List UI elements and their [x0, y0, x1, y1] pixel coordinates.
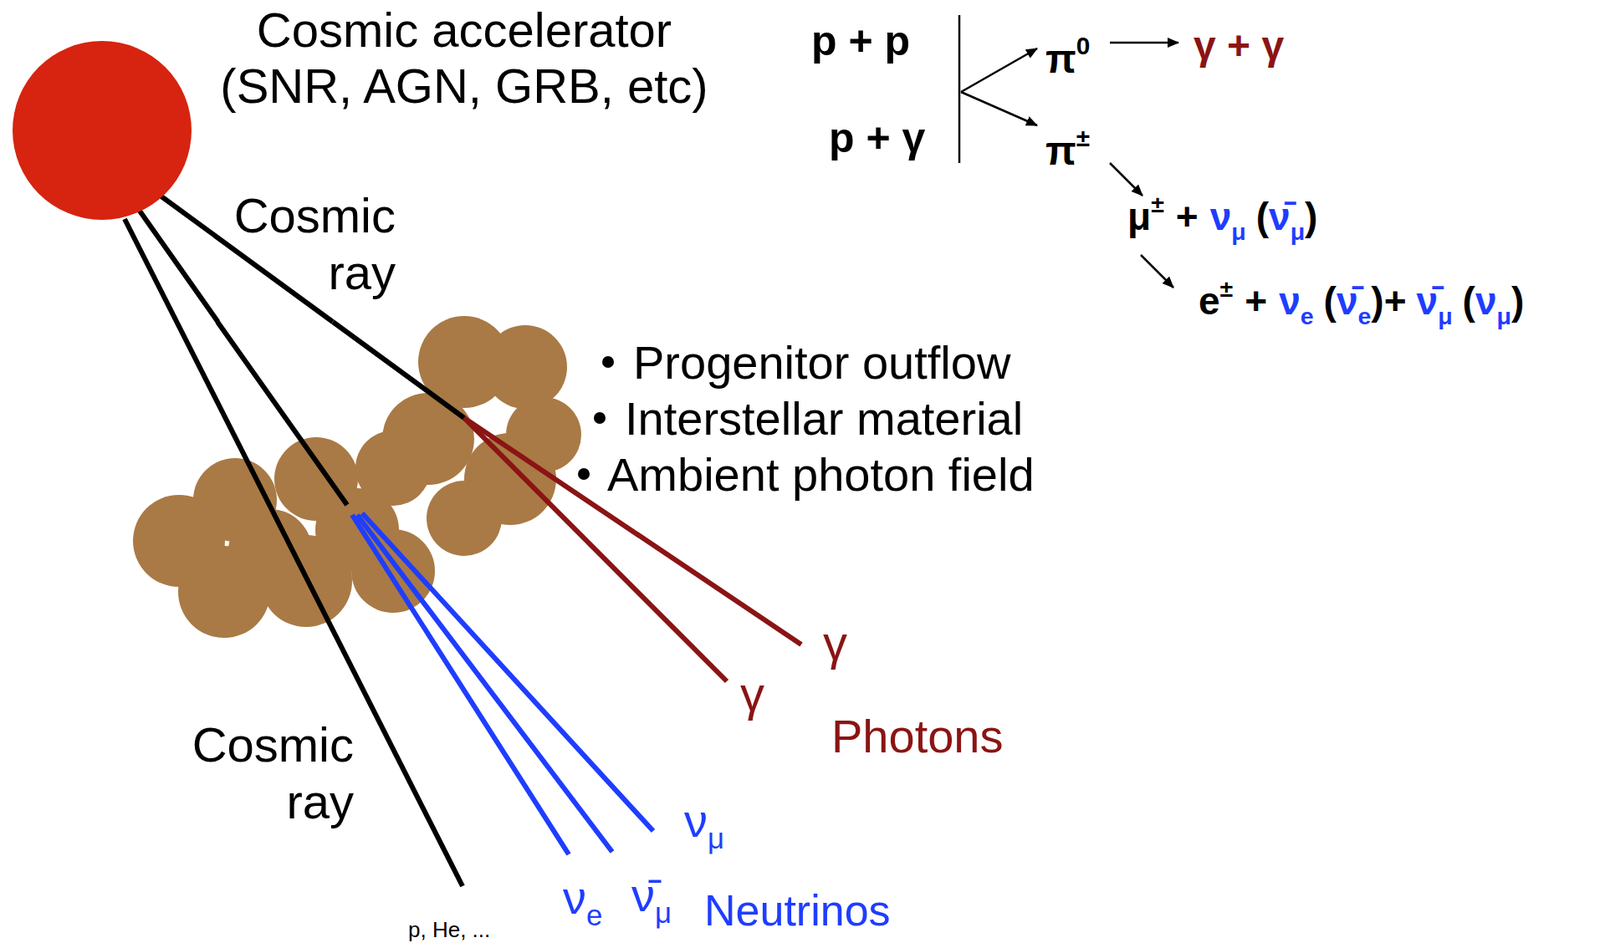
formula-term: ν — [1278, 279, 1301, 323]
reaction-arrows — [959, 15, 1179, 288]
label-row: νμ — [684, 796, 725, 864]
bullet-item: Ambient photon field — [607, 446, 1035, 503]
formula-term: )+ — [1370, 279, 1406, 323]
formula-term: μ — [1437, 302, 1452, 330]
bullet-item: Interstellar material — [624, 390, 1023, 447]
neutrino-symbol: ν — [684, 794, 708, 848]
label-row: p, He, ... — [408, 917, 491, 943]
cosmic-ray-label: Cosmic ray — [234, 188, 396, 300]
label-row: γ — [823, 614, 848, 672]
label-row: Cosmic ray — [215, 187, 396, 302]
formula-term: e — [1198, 279, 1221, 323]
label-row: μ±+νμ(ν̄μ) — [1127, 178, 1318, 257]
neutrino-symbol: μ — [654, 897, 672, 930]
formula-term: ± — [1220, 275, 1234, 302]
formula-term: ( — [1256, 194, 1269, 239]
reaction-input: p + p — [811, 17, 910, 65]
label-row: π0 — [1045, 20, 1090, 85]
gas-cloud: Progenitor outflowInterstellar materialA… — [129, 322, 569, 640]
accelerator-title: Cosmic accelerator (SNR, AGN, GRB, etc) — [204, 1, 724, 114]
label-row: γ + γ — [1193, 20, 1284, 72]
formula-term: ± — [1150, 190, 1165, 218]
formula-term: ± — [1076, 123, 1090, 152]
neutrino-symbol: μ — [707, 823, 725, 855]
formula-term: μ — [1127, 194, 1151, 239]
accelerator-circle: Cosmic accelerator (SNR, AGN, GRB, etc) — [12, 40, 192, 220]
formula-term: γ + γ — [1193, 23, 1284, 68]
photons-label: Photons — [831, 710, 1004, 763]
formula-term: + — [1175, 194, 1199, 239]
neutrino-symbol: ν̄ — [631, 869, 655, 922]
cosmic-ray-line — [137, 207, 218, 323]
label-row: p + γ — [828, 112, 926, 164]
formula-term: π — [1045, 36, 1077, 82]
label-row: Photons — [831, 711, 1004, 762]
label-row: e±+νe(ν̄e)+ν̄μ(νμ) — [1198, 263, 1524, 342]
label-row: ν̄μ — [631, 870, 672, 939]
label-row: γ — [740, 665, 765, 723]
formula-term: μ — [1497, 302, 1512, 330]
accelerator-disc — [12, 40, 192, 220]
label-row: Neutrinos — [704, 885, 891, 936]
reaction-bar — [958, 15, 962, 164]
cosmic-ray-lines — [124, 219, 465, 887]
formula-term: e — [1300, 302, 1314, 330]
formula-term: μ — [1290, 218, 1305, 246]
formula-term: + — [1244, 279, 1268, 323]
formula-term: ν̄ — [1268, 194, 1291, 239]
label-row: νe — [562, 873, 603, 941]
circle-outline — [12, 40, 192, 220]
neutrino-symbol: ν — [562, 871, 587, 925]
photon-symbol: γ — [740, 666, 765, 721]
formula-term: 0 — [1076, 31, 1091, 60]
neutrino-lines — [352, 513, 654, 855]
formula-term: ν — [1210, 194, 1232, 239]
neutrino-symbol: e — [586, 899, 603, 932]
label-row: π± — [1045, 112, 1090, 177]
formula-term: ν — [1475, 279, 1498, 323]
photon-symbol: γ — [823, 615, 848, 670]
formula-term: ν̄ — [1336, 279, 1359, 323]
neutrinos-label: Neutrinos — [704, 886, 891, 936]
formula-term: ) — [1304, 194, 1318, 239]
bullet-item: Progenitor outflow — [633, 334, 1011, 391]
label-row: Cosmic ray — [173, 716, 354, 831]
cosmic-ray-label: Cosmic ray — [192, 717, 354, 829]
formula-term: μ — [1231, 218, 1246, 246]
reaction-input: p + γ — [828, 114, 926, 162]
formula-term: ) — [1511, 279, 1524, 323]
formula-term: ( — [1462, 279, 1476, 323]
label-row: p + p — [811, 15, 910, 67]
particle-list: p, He, ... — [408, 917, 491, 943]
formula-term: e — [1358, 302, 1372, 330]
formula-term: ( — [1323, 279, 1337, 323]
formula-term: ν̄ — [1416, 279, 1439, 323]
formula-term: π — [1045, 128, 1077, 174]
